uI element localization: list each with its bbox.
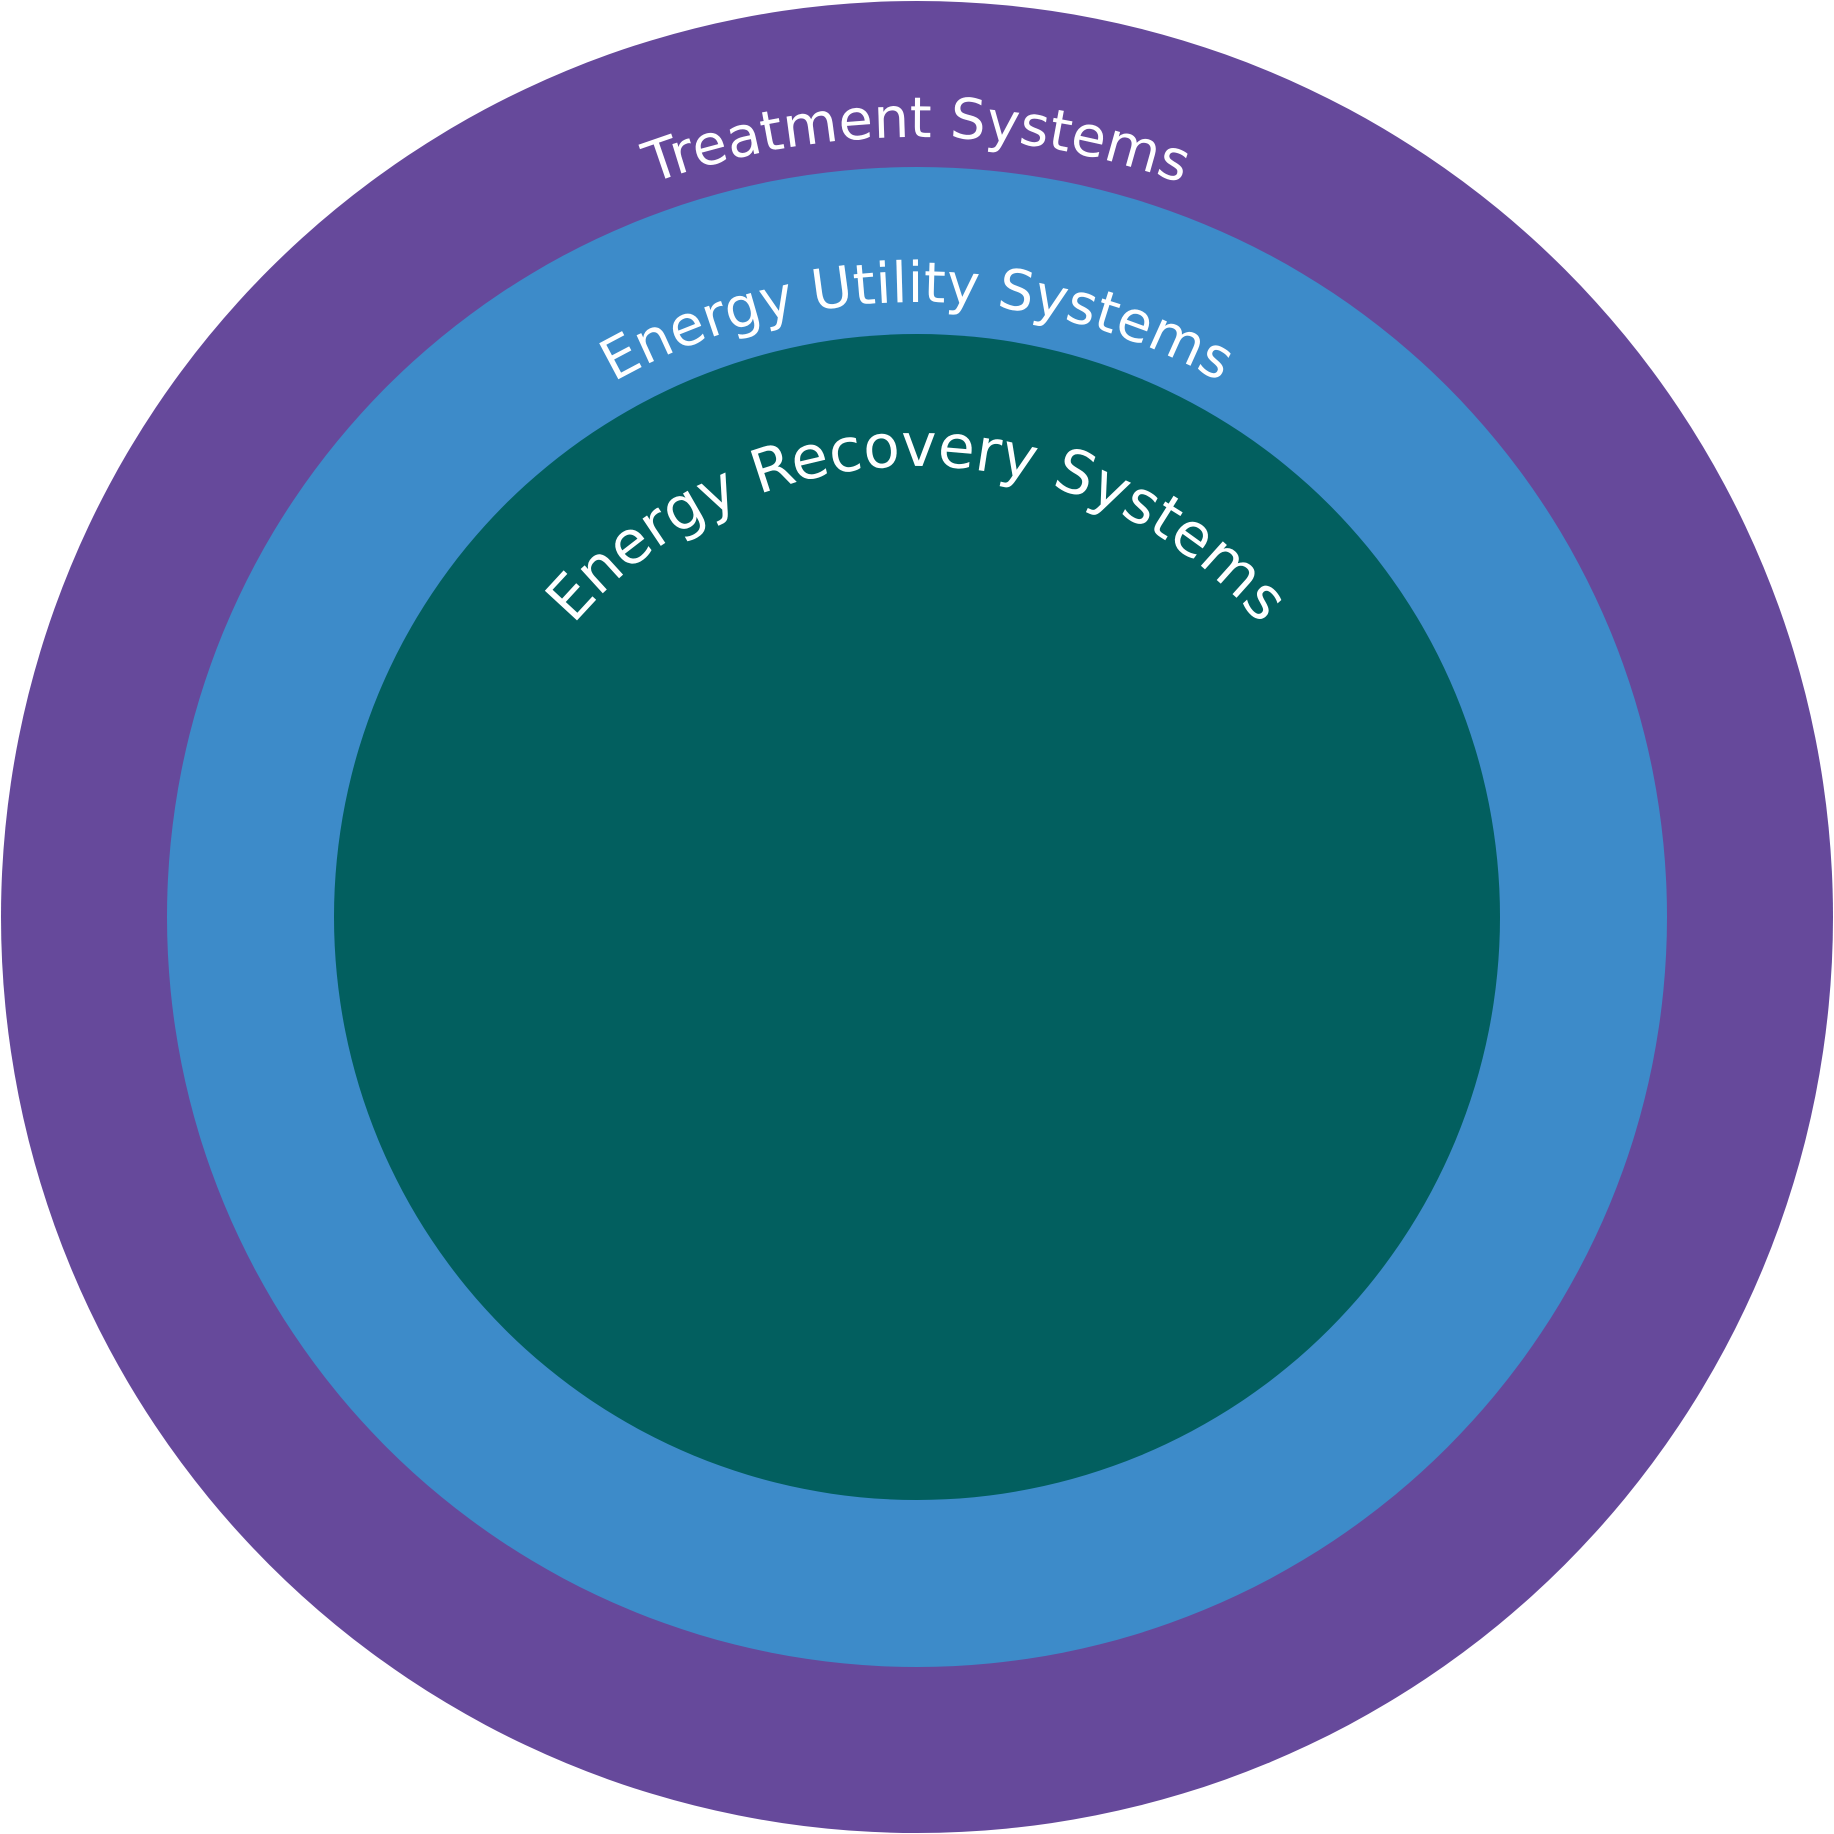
energy-recovery-systems-core [334, 334, 1500, 1500]
